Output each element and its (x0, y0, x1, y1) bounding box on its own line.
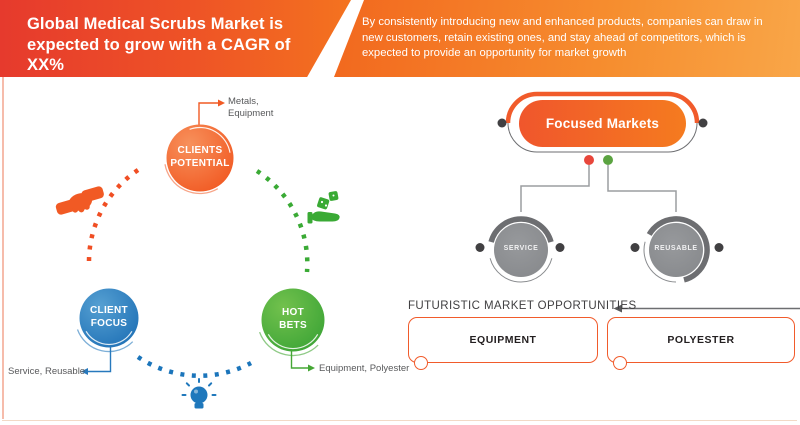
opportunity-box-equipment: EQUIPMENT (408, 317, 598, 370)
callout-service-reusable: Service, Reusable (8, 366, 86, 377)
arrow-metals (218, 99, 225, 107)
ring-dot-left (497, 118, 507, 128)
bottom-border-line (2, 419, 797, 421)
node-label-clients-potential: CLIENTS POTENTIAL (163, 145, 237, 170)
node-service (475, 216, 565, 283)
opportunities-heading: FUTURISTIC MARKET OPPORTUNITIES (408, 300, 637, 312)
arc-blue (136, 355, 253, 378)
callout-equipment-polyester: Equipment, Polyester (319, 362, 410, 374)
node-text-line: CLIENTS (177, 145, 223, 156)
arrow-equipment (308, 364, 315, 372)
arrow-service (81, 368, 88, 375)
callout-lines (88, 102, 308, 373)
tree-connectors (520, 165, 677, 212)
branch-dot-green (603, 155, 613, 165)
handshake-icon (55, 186, 104, 215)
node-reusable (630, 216, 724, 283)
ring-dot-right (698, 118, 708, 128)
title-banner: Global Medical Scrubs Market is expected… (0, 0, 351, 77)
left-border-line (2, 77, 4, 419)
node-label-client-focus: CLIENT FOCUS (74, 305, 144, 330)
node-clients-potential (164, 124, 234, 195)
branch-label-service: SERVICE (503, 245, 539, 252)
node-text-line: CLIENT (90, 305, 128, 316)
lightbulb-icon (181, 378, 217, 409)
cycle-dotted-arcs (86, 168, 310, 378)
node-text-line: BETS (279, 319, 307, 331)
arc-green (255, 169, 310, 273)
callout-metals-equipment: Metals, Equipment (228, 96, 274, 119)
opportunity-box-polyester: POLYESTER (607, 317, 795, 370)
node-client-focus (76, 288, 139, 353)
node-text-line: HOT (281, 307, 304, 318)
branch-dot-red (584, 155, 594, 165)
focused-markets-title: Focused Markets (545, 116, 660, 131)
node-text-line: POTENTIAL (170, 157, 230, 169)
node-text-line: FOCUS (90, 317, 128, 329)
branch-label-reusable: REUSABLE (654, 245, 698, 252)
description-banner: By consistently introducing new and enha… (334, 0, 800, 77)
node-label-hot-bets: HOT BETS (258, 307, 328, 332)
market-description: By consistently introducing new and enha… (362, 16, 763, 60)
heading-arrow-head (613, 304, 622, 313)
node-hot-bets (258, 288, 325, 357)
money-hand-icon (307, 191, 340, 224)
arc-red (86, 168, 140, 264)
focused-markets-ring (505, 91, 700, 153)
focused-markets-pill (519, 100, 686, 147)
page-title: Global Medical Scrubs Market is expected… (27, 15, 291, 74)
